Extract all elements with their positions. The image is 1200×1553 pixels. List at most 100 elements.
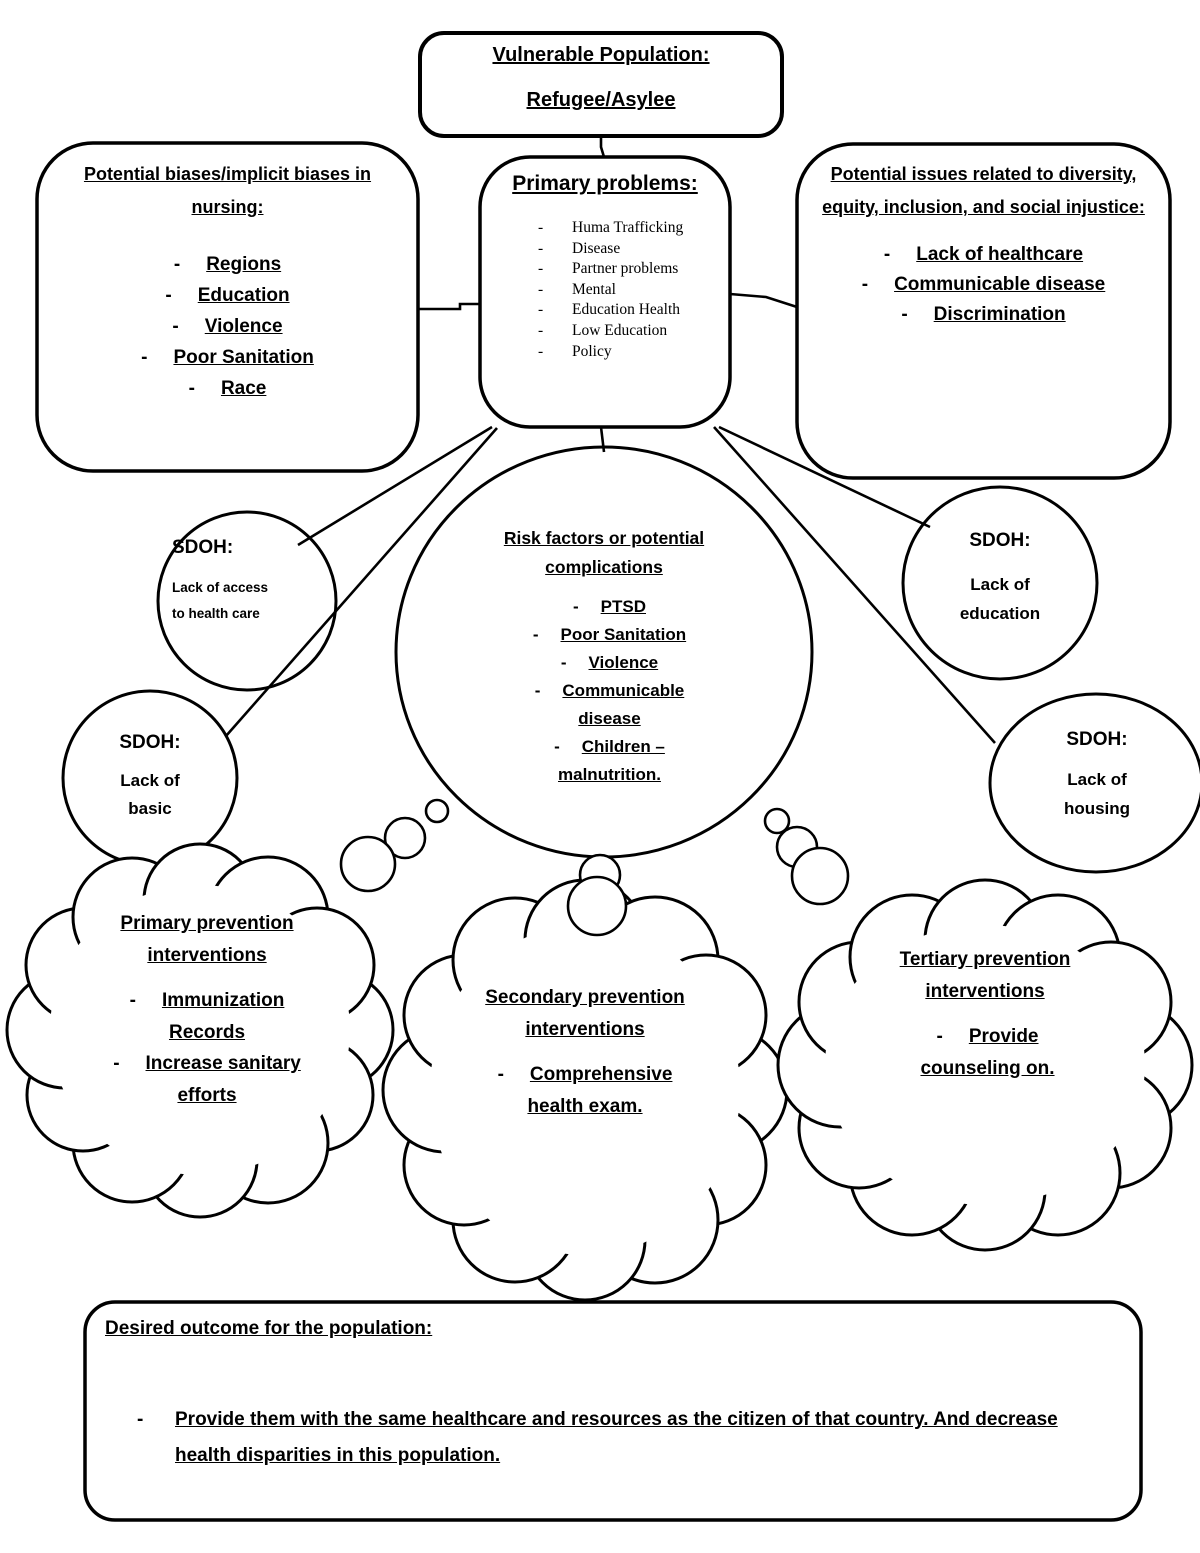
list-item: -Poor Sanitation [512, 621, 707, 649]
cloud-list: -Provide counseling on. [895, 1021, 1080, 1084]
desired-outcome-box-shape [83, 1300, 1143, 1522]
cloud-title: Tertiary prevention interventions [899, 949, 1071, 1002]
list-item: -Discrimination [797, 300, 1170, 330]
list-item: -Provide counseling on. [895, 1021, 1080, 1084]
risk-circle-title: Risk factors or potential complications [503, 528, 705, 577]
sdoh-text: Lack of basic [120, 771, 180, 818]
dash-bullet: - [113, 1053, 120, 1074]
tertiary-prevention-cloud: Tertiary prevention interventions -Provi… [840, 944, 1130, 1084]
dash-bullet: - [173, 254, 181, 275]
sdoh-access-circle-shape [156, 510, 338, 692]
dash-bullet: - [141, 347, 148, 368]
list-item: -Communicable disease [512, 677, 707, 733]
vulnerable-population-box: Vulnerable Population: Refugee/Asylee [420, 44, 782, 112]
list-item: -PTSD [512, 593, 707, 621]
list-item: -Huma Trafficking [538, 218, 730, 239]
list-item: -Increase sanitary efforts [92, 1048, 322, 1111]
right-dei-title: Potential issues related to diversity, e… [822, 164, 1145, 217]
list-item: -Immunization Records [92, 985, 322, 1048]
right-dei-box-shape [795, 142, 1172, 480]
secondary-prevention-cloud: Secondary prevention interventions -Comp… [440, 982, 730, 1122]
dash-bullet: - [538, 342, 544, 360]
sdoh-housing-circle-shape [988, 692, 1200, 874]
list-item: -Education [37, 280, 418, 311]
dash-bullet: - [538, 239, 544, 257]
list-item: -Violence [37, 311, 418, 342]
cloud-title: Secondary prevention interventions [485, 987, 685, 1040]
dash-bullet: - [538, 280, 544, 298]
list-item: - Provide them with the same healthcare … [137, 1402, 1115, 1474]
dash-bullet: - [188, 378, 195, 399]
cloud-list: -Comprehensive health exam. [470, 1059, 700, 1122]
left-biases-box-shape [35, 141, 420, 473]
risk-circle-list: -PTSD -Poor Sanitation -Violence -Commun… [512, 593, 707, 789]
left-biases-box: Potential biases/implicit biases in nurs… [37, 158, 418, 404]
sdoh-housing-circle: SDOH: Lack of housing [1032, 729, 1162, 823]
primary-problems-title: Primary problems: [512, 172, 698, 195]
sdoh-label: SDOH: [1066, 729, 1128, 750]
list-item: -Regions [37, 249, 418, 280]
primary-problems-list: -Huma Trafficking -Disease -Partner prob… [480, 218, 730, 362]
dash-bullet: - [137, 1409, 144, 1430]
dash-bullet: - [538, 219, 544, 236]
right-dei-box: Potential issues related to diversity, e… [797, 158, 1170, 330]
dash-bullet: - [572, 597, 579, 616]
thought-bubbles [339, 798, 850, 937]
sdoh-education-circle: SDOH: Lack of education [935, 530, 1065, 628]
sdoh-label: SDOH: [172, 537, 234, 558]
cloud-title: Primary prevention interventions [120, 913, 294, 966]
list-item: -Race [37, 373, 418, 404]
left-biases-title: Potential biases/implicit biases in nurs… [83, 164, 372, 217]
list-item: -Policy [538, 342, 730, 363]
sdoh-text: Lack of education [959, 575, 1041, 623]
dash-bullet: - [538, 321, 544, 339]
dash-bullet: - [936, 1026, 943, 1047]
dash-bullet: - [172, 316, 179, 337]
page-title-line1: Vulnerable Population: [492, 44, 710, 66]
page-title-line2: Refugee/Asylee [526, 89, 676, 111]
list-item: -Low Education [538, 321, 730, 342]
list-item: -Lack of healthcare [797, 240, 1170, 270]
sdoh-access-circle: SDOH: Lack of access to health care [172, 537, 302, 627]
list-item: -Communicable disease [797, 270, 1170, 300]
dash-bullet: - [538, 301, 544, 319]
desired-outcome-title: Desired outcome for the population: [105, 1318, 433, 1339]
dash-bullet: - [554, 737, 560, 756]
sdoh-education-circle-shape [901, 485, 1099, 681]
dash-bullet: - [165, 285, 172, 306]
list-item: -Education Health [538, 300, 730, 321]
dash-bullet: - [534, 681, 541, 700]
dash-bullet: - [538, 260, 544, 278]
sdoh-text: Lack of housing [1063, 770, 1131, 818]
primary-prevention-cloud: Primary prevention interventions -Immuni… [62, 908, 352, 1111]
list-item: -Children – malnutrition. [512, 733, 707, 789]
desired-outcome-text: Provide them with the same healthcare an… [175, 1409, 1058, 1466]
list-item: -Comprehensive health exam. [470, 1059, 700, 1122]
dash-bullet: - [532, 625, 539, 644]
sdoh-label: SDOH: [969, 530, 1031, 551]
cloud-list: -Immunization Records -Increase sanitary… [92, 985, 322, 1111]
primary-cloud-shape [5, 842, 395, 1219]
tertiary-cloud-shape [776, 878, 1194, 1252]
list-item: -Mental [538, 280, 730, 301]
list-item: -Disease [538, 239, 730, 260]
dash-bullet: - [560, 653, 567, 672]
list-item: -Poor Sanitation [37, 342, 418, 373]
connector-lines [225, 137, 996, 744]
dash-bullet: - [129, 990, 136, 1011]
dash-bullet: - [497, 1064, 504, 1085]
sdoh-label: SDOH: [119, 732, 181, 753]
left-biases-list: -Regions -Education -Violence -Poor Sani… [37, 249, 418, 404]
primary-problems-box-shape [478, 155, 732, 429]
sdoh-text: Lack of access to health care [172, 580, 269, 621]
dash-bullet: - [901, 304, 908, 325]
right-dei-list: -Lack of healthcare -Communicable diseas… [797, 240, 1170, 330]
vulnerable-population-box-shape [418, 31, 784, 138]
dash-bullet: - [883, 244, 891, 265]
desired-outcome-box: Desired outcome for the population: - Pr… [105, 1318, 1115, 1474]
sdoh-basic-circle: SDOH: Lack of basic [85, 732, 215, 823]
dash-bullet: - [861, 274, 869, 295]
list-item: -Violence [512, 649, 707, 677]
